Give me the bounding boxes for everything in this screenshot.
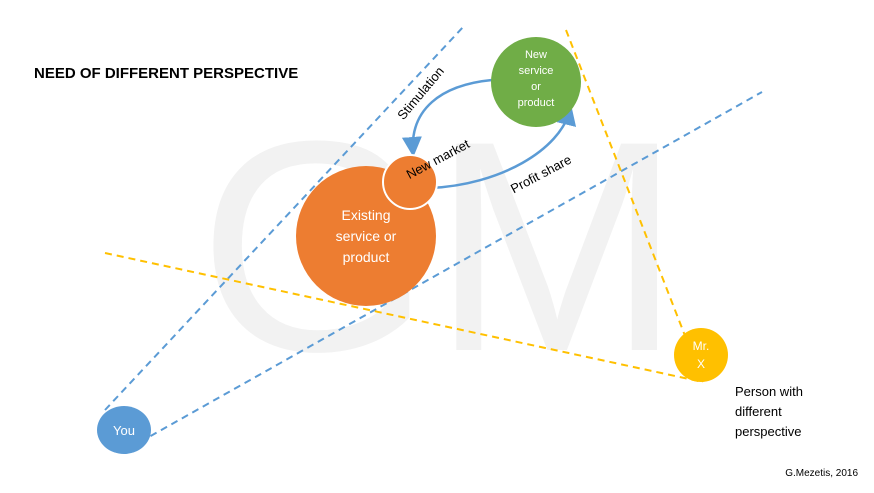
person-note-line3: perspective [735, 424, 801, 439]
diagram-title: NEED OF DIFFERENT PERSPECTIVE [34, 65, 298, 82]
existing-label-line3: product [343, 249, 390, 265]
person-note-line2: different [735, 404, 782, 419]
mr-x-label-line2: X [697, 357, 705, 371]
mrx-upper-sightline [565, 29, 704, 383]
credit-text: G.Mezetis, 2016 [785, 468, 858, 479]
watermark-text: GM [198, 78, 681, 414]
new-service-line4: product [518, 97, 555, 109]
you-label: You [113, 423, 135, 438]
stimulation-arrow [401, 78, 493, 157]
existing-label-line2: service or [336, 228, 397, 244]
existing-label-line1: Existing [341, 207, 390, 223]
mr-x-label-line1: Mr. [693, 339, 710, 353]
new-market-circle [382, 154, 438, 210]
new-service-line1: New [525, 49, 547, 61]
person-note-line1: Person with [735, 384, 803, 399]
you-upper-sightline [104, 24, 466, 411]
profit-share-arrow [429, 105, 577, 190]
new-service-line3: or [531, 81, 541, 93]
new-service-line2: service [519, 65, 554, 77]
mrx-left-sightline [104, 252, 704, 383]
mr-x-circle [674, 328, 728, 382]
new-service-circle [491, 37, 581, 127]
you-lower-sightline [139, 91, 763, 443]
you-circle [97, 406, 151, 454]
